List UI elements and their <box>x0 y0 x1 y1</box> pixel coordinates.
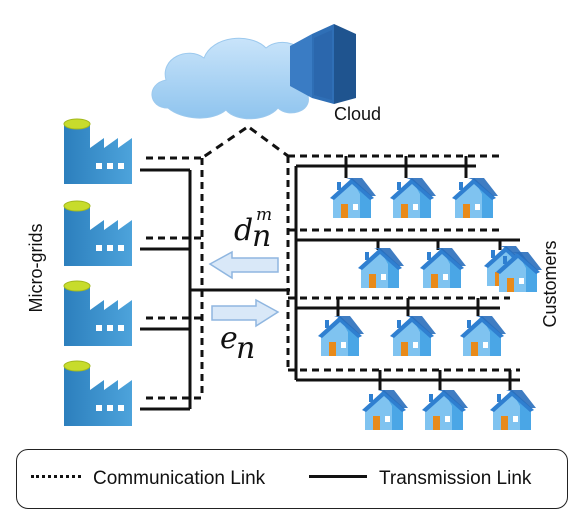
legend-transmission-label: Transmission Link <box>379 468 532 489</box>
factory-icon-2 <box>63 200 133 267</box>
customer-communication-links <box>286 154 520 372</box>
energy-sub: n <box>236 331 255 366</box>
transmission-line-swatch <box>309 475 367 479</box>
cloud-communication-links <box>201 126 289 160</box>
house-icon-2 <box>390 178 436 218</box>
factory-icon-3 <box>63 280 133 347</box>
house-icon-5 <box>420 248 466 288</box>
legend-communication-label: Communication Link <box>93 468 266 489</box>
house-icon-10 <box>460 316 506 356</box>
customer-transmission-links <box>294 156 520 390</box>
demand-base: d <box>234 213 253 248</box>
legend-transmission: Transmission Link <box>309 468 531 490</box>
house-icon-1 <box>330 178 376 218</box>
house-icon-4 <box>358 248 404 288</box>
house-icon-8 <box>318 316 364 356</box>
demand-sub: n <box>252 219 271 254</box>
house-icon-9 <box>390 316 436 356</box>
legend: Communication Link Transmission Link <box>16 449 568 509</box>
house-icon-11 <box>362 390 408 430</box>
communication-line-swatch <box>31 475 81 479</box>
legend-communication: Communication Link <box>31 468 265 490</box>
demand-symbol: d m n <box>234 193 282 254</box>
factory-icon-1 <box>63 118 133 185</box>
demand-sup: m <box>256 205 272 225</box>
micro-grids-label: Micro-grids <box>26 223 46 312</box>
database-icon <box>290 24 356 104</box>
energy-symbol: e n <box>220 321 255 366</box>
cloud-label: Cloud <box>334 104 381 124</box>
microgrid-transmission-links <box>140 168 290 411</box>
customers-label: Customers <box>540 240 560 327</box>
arrow-left-icon <box>208 250 279 280</box>
energy-base: e <box>220 321 238 356</box>
factory-icon-4 <box>63 360 133 427</box>
microgrid-communication-links <box>146 156 204 400</box>
house-icon-12 <box>422 390 468 430</box>
arrow-right-icon <box>211 298 280 328</box>
house-icon-3 <box>452 178 498 218</box>
house-icon-13 <box>490 390 536 430</box>
